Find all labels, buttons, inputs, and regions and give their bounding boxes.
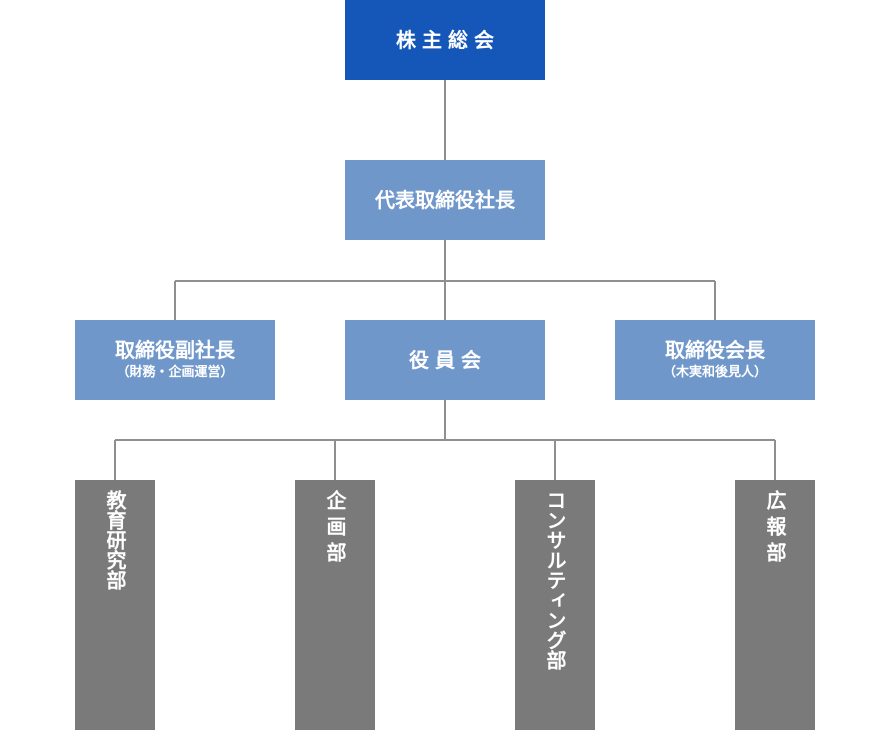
ceo-label: 代表取締役社長 [375,188,515,212]
board-label: 役員会 [409,348,487,372]
department-public-relations-label: 広報部 [763,490,787,568]
shareholders-meeting-box: 株主総会 [345,0,545,80]
chairman-label: 取締役会長 [665,338,765,362]
chairman-box: 取締役会長 （木実和後見人） [615,320,815,400]
department-consulting: コンサルティング部 [515,480,595,730]
vice-president-label: 取締役副社長 [115,338,235,362]
department-education-research: 教育研究部 [75,480,155,730]
department-planning-label: 企画部 [323,490,347,568]
vice-president-note: （財務・企画運営） [116,365,234,380]
board-box: 役員会 [345,320,545,400]
chairman-note: （木実和後見人） [662,365,767,380]
department-planning: 企画部 [295,480,375,730]
department-education-research-label: 教育研究部 [103,490,127,590]
department-consulting-label: コンサルティング部 [543,490,567,670]
vice-president-box: 取締役副社長 （財務・企画運営） [75,320,275,400]
shareholders-meeting-label: 株主総会 [396,28,500,52]
ceo-box: 代表取締役社長 [345,160,545,240]
department-public-relations: 広報部 [735,480,815,730]
